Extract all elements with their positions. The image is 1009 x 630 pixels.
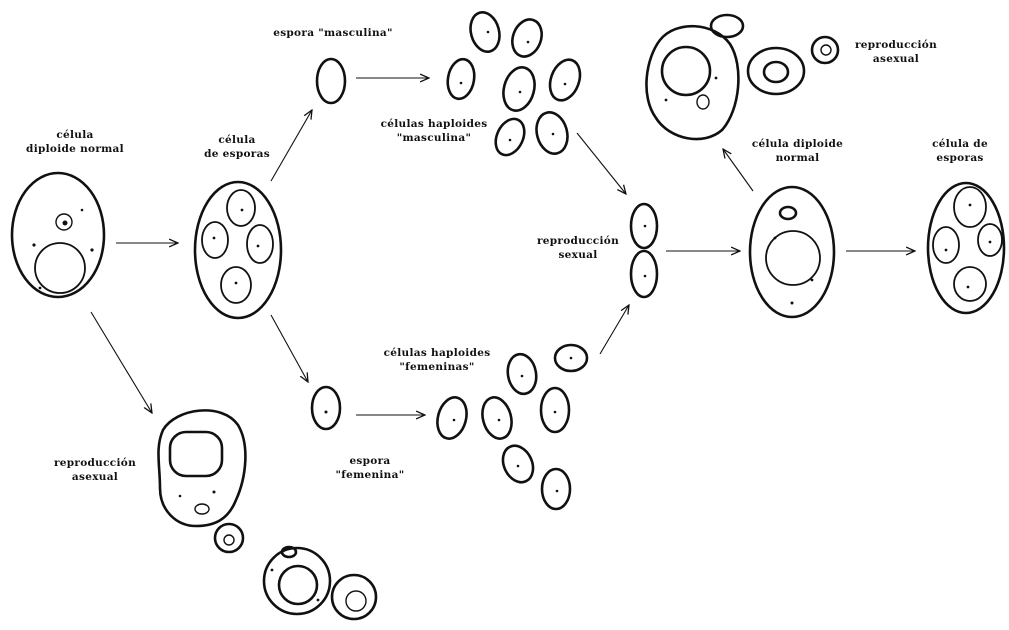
label-male-spore: espora "masculina" xyxy=(258,26,408,40)
male-spore xyxy=(317,59,345,103)
label-female-haploids: células haploides"femeninas" xyxy=(357,346,517,374)
label-female-spore: espora"femenina" xyxy=(315,454,425,482)
asexual-budding-right xyxy=(646,15,838,139)
asexual-budding-left xyxy=(158,410,376,619)
label-male-haploids: células haploides"masculina" xyxy=(354,117,514,145)
spore-cell-right xyxy=(928,183,1004,313)
spore-cell-left xyxy=(195,182,281,318)
fusing-cells xyxy=(631,204,657,297)
diploid-cell-right xyxy=(750,187,834,317)
diploid-cell-left xyxy=(12,173,104,297)
female-spore xyxy=(312,387,340,429)
